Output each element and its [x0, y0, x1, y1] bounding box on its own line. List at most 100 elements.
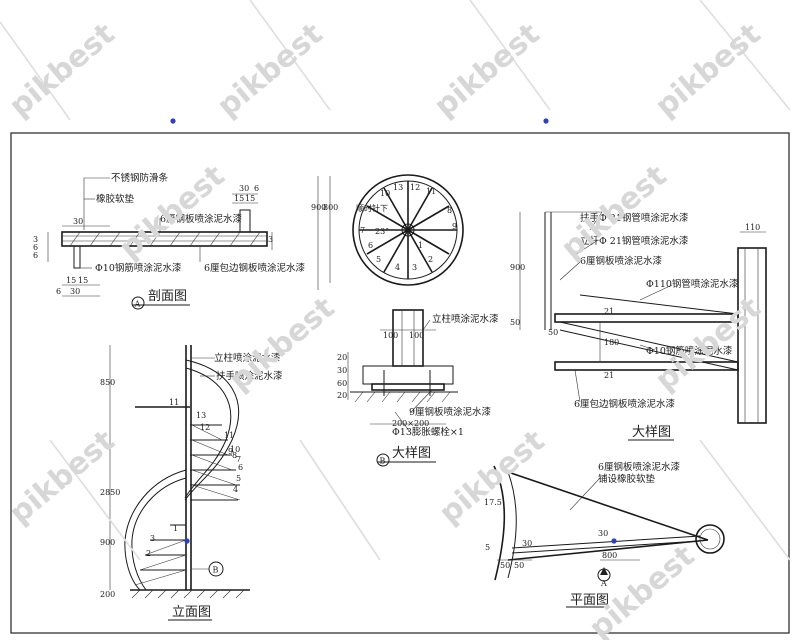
plan-circle-number: 10	[380, 189, 390, 198]
section-a-dim: 6	[254, 184, 259, 193]
elevation-dim: 900	[100, 538, 115, 547]
plan-view-dim: 17.5	[484, 498, 502, 507]
plan-circle-number: 4	[395, 263, 400, 272]
detail-b-callout: 9厘钢板喷涂泥水漆	[409, 406, 492, 418]
elevation-step-number: 10	[230, 445, 240, 454]
section-a-dim: 6	[33, 251, 38, 260]
elevation-step-number: 3	[150, 534, 155, 543]
plan-circle-label: 23°	[375, 227, 389, 236]
elevation-step-number: 13	[196, 411, 206, 420]
plan-view-title: 平面图	[570, 593, 609, 608]
plan-circle-number: 6	[368, 241, 373, 250]
section-a-dim: 3	[33, 235, 38, 244]
plan-circle-number: 1	[418, 241, 423, 250]
elevation-step-number: 11	[169, 398, 179, 407]
elevation-step-number: 2	[146, 549, 151, 558]
plan-circle-dim: 800	[323, 203, 338, 212]
marker-dot	[543, 118, 549, 124]
detail-b-dim: 20	[337, 353, 347, 362]
plan-circle-number: 2	[428, 255, 433, 264]
section-a-callout-3: 6厘钢板喷涂泥水漆	[160, 213, 243, 225]
plan-view-dim: 50	[500, 561, 510, 570]
plan-circle-number: 5	[376, 255, 381, 264]
plan-circle-number: 9	[452, 222, 457, 231]
detail-large-dim: 50	[510, 318, 520, 327]
elevation-marker-dot	[184, 538, 190, 544]
section-a-callout-2: 橡胶软垫	[96, 193, 135, 205]
detail-large-callout: Φ110钢管喷涂泥水漆	[646, 278, 739, 290]
elevation-step-number: 4	[233, 485, 238, 494]
detail-large-dim: 21	[604, 307, 614, 316]
section-a-callout-4: Φ10钢筋喷涂泥水漆	[95, 262, 182, 274]
detail-large-dim: 180	[604, 338, 619, 347]
plan-view-callout: 6厘钢板喷涂泥水漆	[598, 461, 681, 473]
plan-circle-number: 7	[360, 226, 365, 235]
plan-circle-number: 3	[412, 263, 417, 272]
elevation-title: 立面图	[172, 605, 211, 620]
plan-view-drawing	[493, 465, 725, 582]
plan-view-dim: 30	[522, 539, 532, 548]
plan-view-dim: 5	[485, 543, 490, 552]
detail-b-dim: 100	[383, 331, 398, 340]
elevation-step-number: 7	[236, 455, 241, 464]
elevation-drawing	[109, 345, 250, 599]
plan-circle-number: 13	[393, 183, 403, 192]
elevation-step-number: 5	[236, 474, 241, 483]
plan-circle-number: 12	[410, 183, 420, 192]
marker-dot	[170, 118, 176, 124]
elevation-callout: 立柱喷涂泥水漆	[214, 352, 281, 364]
plan-view-callout: 铺设橡胶软垫	[598, 473, 656, 485]
detail-large-dim: 21	[604, 371, 614, 380]
elevation-circle-label: B	[213, 566, 219, 575]
elevation-step-number: 6	[238, 463, 243, 472]
watermark-text: pikbest	[433, 423, 552, 531]
plan-view-dim: 30	[598, 529, 608, 538]
section-a-dim: 3	[268, 235, 273, 244]
section-a-title: 剖面图	[148, 289, 187, 304]
detail-large-dim: 50	[548, 328, 558, 337]
elevation-step-number: 12	[200, 423, 210, 432]
plan-circle-dim: 900	[311, 203, 326, 212]
elevation-dim: 200	[100, 590, 115, 599]
elevation-step-number: 11	[224, 431, 234, 440]
watermark-text: pikbest	[428, 16, 547, 124]
section-a-dim: 30	[239, 184, 249, 193]
drawing-frame	[10, 132, 790, 634]
plan-view-circle-label: A	[600, 579, 607, 588]
elevation-dim: 2850	[100, 488, 120, 497]
section-a-dim: 15	[78, 276, 88, 285]
section-a-dim: 15	[234, 194, 244, 203]
detail-large-callout: Φ10钢筋喷涂泥水漆	[646, 345, 733, 357]
elevation-step-number: 1	[173, 524, 178, 533]
section-a-dim: 6	[56, 287, 61, 296]
detail-large-title: 大样图	[632, 425, 671, 440]
watermark-text: pikbest	[211, 16, 330, 124]
detail-b-callout: 立柱喷涂泥水漆	[432, 313, 499, 325]
watermark-text: pikbest	[583, 538, 702, 640]
watermark-text: pikbest	[649, 16, 768, 124]
detail-large-dim: 110	[745, 223, 760, 232]
detail-b-drawing	[347, 309, 458, 433]
section-a-dim: 30	[73, 217, 83, 226]
elevation-callout: 扶手喷涂泥水漆	[216, 370, 283, 382]
elevation-step-number: 9	[228, 447, 233, 456]
section-a-dim: 6	[33, 243, 38, 252]
detail-b-callout: Φ13膨胀螺栓×1	[392, 426, 464, 438]
watermark-text: pikbest	[649, 290, 768, 398]
section-a-dim: 30	[70, 287, 80, 296]
section-a-circle-label: A	[134, 300, 141, 309]
plan-circle-label: 顺时针下	[356, 203, 388, 213]
detail-b-title: 大样图	[392, 446, 431, 461]
elevation-dim: 850	[100, 378, 115, 387]
detail-b-dim: 30	[337, 366, 347, 375]
plan-view-dim: 50	[514, 561, 524, 570]
section-a-dim: 15	[245, 194, 255, 203]
detail-b-dim: 200×200	[392, 419, 429, 428]
elevation-step-number: 8	[232, 451, 237, 460]
detail-b-circle	[376, 453, 390, 467]
plan-circle-number: 11	[426, 187, 436, 196]
section-a-callout-5: 6厘包边钢板喷涂泥水漆	[204, 262, 306, 274]
detail-large-callout: 立杆Φ 21钢管喷涂泥水漆	[580, 235, 689, 247]
